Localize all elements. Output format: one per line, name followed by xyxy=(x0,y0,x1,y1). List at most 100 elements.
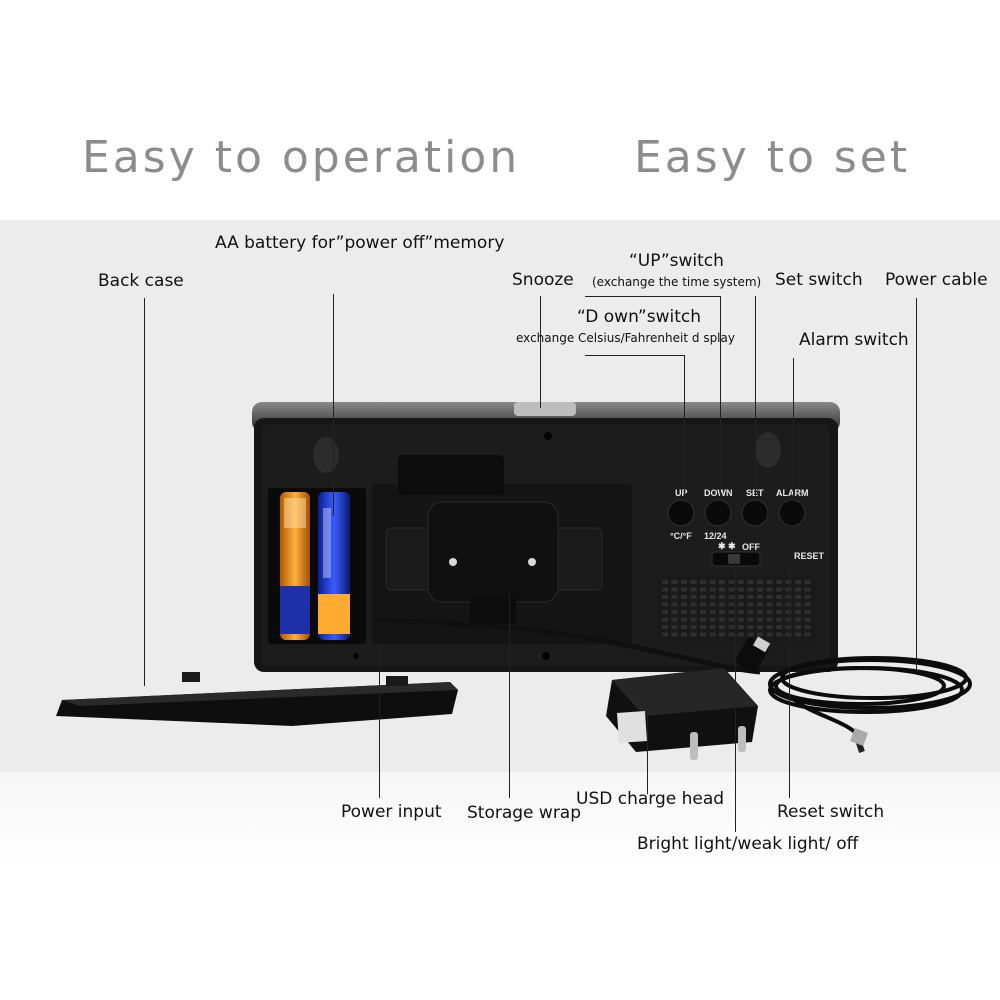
grille-slot xyxy=(681,602,687,607)
grille-slot xyxy=(747,617,754,622)
grille-slot xyxy=(709,617,716,622)
grille-slot xyxy=(766,632,773,637)
grille-slot xyxy=(681,632,687,637)
grille-slot xyxy=(681,587,687,592)
grille-slot xyxy=(766,610,773,614)
grille-slot xyxy=(747,632,754,637)
grille-slot xyxy=(776,610,782,614)
grille-slot xyxy=(747,602,754,607)
grille-slot xyxy=(700,625,706,629)
marking-alarm: ALARM xyxy=(776,488,809,498)
grille-slot xyxy=(747,595,754,599)
grille-slot xyxy=(747,625,754,629)
grille-slot xyxy=(747,610,754,614)
grille-slot xyxy=(766,595,773,599)
grille-slot xyxy=(757,610,763,614)
grille-slot xyxy=(776,602,782,607)
grille-slot xyxy=(804,595,811,599)
label-reset-switch: Reset switch xyxy=(777,802,885,822)
grille-slot xyxy=(728,602,735,607)
grille-slot xyxy=(681,610,687,614)
down-button xyxy=(704,499,732,527)
marking-up: UP xyxy=(675,488,688,498)
grille-slot xyxy=(700,580,706,584)
marking-dim-off: OFF xyxy=(742,542,760,552)
label-storage-wrap: Storage wrap xyxy=(467,803,582,823)
grille-slot xyxy=(757,617,763,622)
leader-power-input xyxy=(379,644,380,798)
grille-slot xyxy=(785,632,792,637)
grille-slot xyxy=(681,625,687,629)
set-button xyxy=(741,499,769,527)
grille-slot xyxy=(690,617,697,622)
grille-slot xyxy=(785,625,792,629)
floor-reflection xyxy=(0,772,1000,862)
grille-slot xyxy=(662,595,668,599)
speaker-grille xyxy=(656,576,816,642)
label-set-switch: Set switch xyxy=(775,270,863,290)
grille-slot xyxy=(709,602,716,607)
grille-slot xyxy=(662,587,668,592)
marking-unit-toggle: °C/°F xyxy=(670,531,692,541)
grille-slot xyxy=(757,580,763,584)
leader-snooze xyxy=(540,296,541,408)
leader-alarm-switch xyxy=(793,358,794,498)
marking-down: DOWN xyxy=(704,488,733,498)
grille-slot xyxy=(719,617,725,622)
leader-back-case xyxy=(144,298,145,686)
grille-slot xyxy=(757,595,763,599)
label-up-switch-note: (exchange the time system) xyxy=(592,275,762,289)
heading-easy-to-operation: Easy to operation xyxy=(82,132,521,183)
leader-down-switch xyxy=(684,355,685,495)
grille-slot xyxy=(671,610,678,614)
grille-slot xyxy=(795,602,801,607)
grille-slot xyxy=(738,610,744,614)
grille-slot xyxy=(671,580,678,584)
grille-slot xyxy=(690,610,697,614)
grille-slot xyxy=(700,632,706,637)
grille-slot xyxy=(747,587,754,592)
grille-slot xyxy=(709,632,716,637)
grille-slot xyxy=(671,587,678,592)
grille-slot xyxy=(700,610,706,614)
grille-slot xyxy=(776,580,782,584)
grille-slot xyxy=(738,595,744,599)
grille-slot xyxy=(719,625,725,629)
grille-slot xyxy=(776,595,782,599)
label-up-switch: “UP”switch xyxy=(629,251,724,271)
marking-reset: RESET xyxy=(794,551,825,561)
grille-slot xyxy=(671,632,678,637)
control-buttons xyxy=(667,499,806,567)
grille-slot xyxy=(709,595,716,599)
grille-slot xyxy=(776,617,782,622)
grille-slot xyxy=(690,632,697,637)
grille-slot xyxy=(719,580,725,584)
grille-slot xyxy=(700,595,706,599)
grille-slot xyxy=(709,580,716,584)
grille-slot xyxy=(738,632,744,637)
grille-slot xyxy=(709,587,716,592)
grille-slot xyxy=(766,587,773,592)
grille-slot xyxy=(671,602,678,607)
grille-slot xyxy=(700,617,706,622)
grille-slot xyxy=(795,632,801,637)
grille-slot xyxy=(795,610,801,614)
grille-slot xyxy=(785,610,792,614)
label-down-switch-note: exchange Celsius/Fahrenheit d splay xyxy=(516,331,735,345)
grille-slot xyxy=(709,625,716,629)
grille-slot xyxy=(795,617,801,622)
grille-slot xyxy=(747,580,754,584)
sun-icon: ✱ ✱ xyxy=(718,541,736,551)
grille-slot xyxy=(662,580,668,584)
grille-slot xyxy=(738,580,744,584)
hanging-slot-right xyxy=(755,432,781,468)
grille-slot xyxy=(709,610,716,614)
grille-slot xyxy=(804,625,811,629)
grille-slot xyxy=(738,602,744,607)
grille-slot xyxy=(728,617,735,622)
label-alarm-switch: Alarm switch xyxy=(799,330,909,350)
internal-cable xyxy=(377,617,761,675)
grille-slot xyxy=(785,595,792,599)
grille-slot xyxy=(785,617,792,622)
